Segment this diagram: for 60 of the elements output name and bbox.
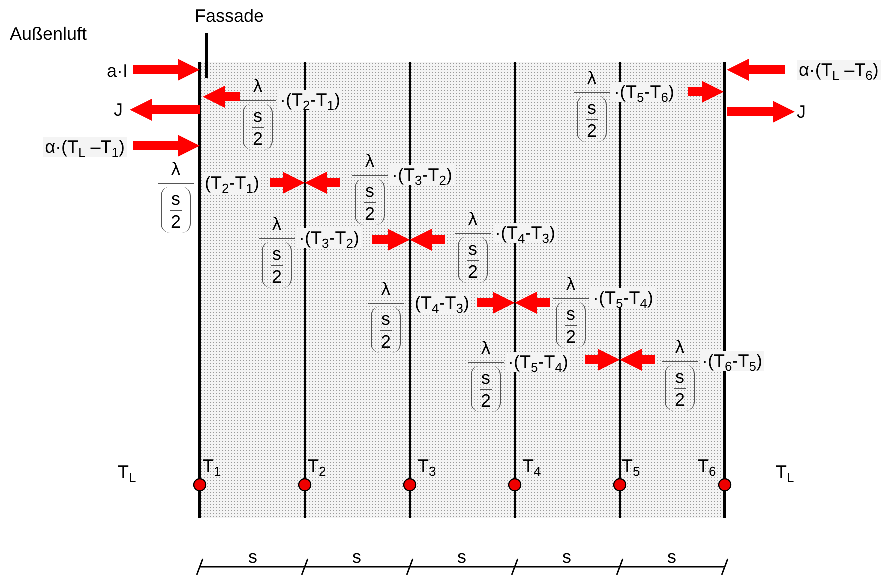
dimension-label: s: [458, 548, 466, 566]
flux-formula: ·(T$_{2}$-T$_{1}$): [278, 90, 342, 110]
temperature-label: T$_{1}$: [203, 457, 222, 475]
flux-formula: ·(T$_{6}$-T$_{5}$): [700, 351, 764, 371]
flux-label: J: [114, 101, 123, 119]
formula-denominator: 2: [566, 328, 576, 346]
dimension-label: s: [248, 548, 258, 566]
wall-label: Fassade: [195, 7, 264, 25]
formula-denominator: 2: [272, 268, 282, 286]
flux-formula: ·(T$_{5}$-T$_{4}$): [506, 352, 570, 372]
formula-numerator: λ: [172, 160, 180, 178]
formula-denominator: s: [566, 305, 576, 323]
formula-denominator: s: [172, 190, 180, 208]
formula-denominator: s: [272, 245, 282, 263]
formula-denominator: 2: [381, 333, 391, 351]
temperature-label: T$_{4}$: [523, 457, 542, 475]
flux-formula: ·(T$_{5}$-T$_{4}$): [591, 288, 656, 308]
formula-numerator: λ: [566, 275, 576, 293]
formula-denominator: s: [366, 182, 374, 200]
formula-denominator: s: [254, 107, 262, 125]
formula-numerator: λ: [676, 338, 684, 356]
formula-denominator: s: [382, 310, 390, 328]
flux-formula: (T$_{4}$-T$_{3}$): [413, 293, 472, 313]
flux-formula: α·(T$_{L}$ –T$_{6}$): [797, 60, 881, 80]
flux-label: J: [797, 103, 806, 121]
dimension-label: s: [352, 548, 362, 566]
formula-denominator: s: [676, 368, 684, 386]
formula-numerator: λ: [366, 152, 374, 170]
formula-numerator: λ: [588, 69, 596, 87]
formula-denominator: s: [468, 240, 478, 258]
formula-denominator: 2: [253, 130, 263, 148]
temperature-label: T$_{L}$: [118, 463, 136, 481]
formula-numerator: λ: [468, 210, 478, 228]
outside-air-label: Außenluft: [10, 25, 88, 43]
formula-numerator: λ: [382, 280, 390, 298]
flux-formula: ·(T$_{5}$-T$_{6}$): [612, 82, 676, 102]
temperature-label: T$_{5}$: [622, 457, 640, 475]
formula-denominator: 2: [171, 213, 181, 231]
dimension-label: s: [668, 548, 676, 566]
temperature-label: T$_{2}$: [308, 457, 326, 475]
temperature-label: T$_{L}$: [776, 463, 794, 481]
flux-formula: ·(T$_{3}$-T$_{2}$): [297, 228, 362, 248]
formula-denominator: 2: [587, 122, 597, 140]
formula-numerator: λ: [272, 215, 282, 233]
formula-denominator: 2: [468, 263, 478, 281]
flux-formula: ·(T$_{4}$-T$_{3}$): [493, 223, 558, 243]
formula-denominator: s: [482, 369, 490, 387]
formula-denominator: s: [588, 99, 596, 117]
flux-formula: ·(T$_{3}$-T$_{2}$): [390, 165, 454, 185]
formula-numerator: λ: [254, 77, 262, 95]
formula-numerator: λ: [482, 339, 490, 357]
flux-formula: α·(T$_{L}$ –T$_{1}$): [43, 137, 127, 157]
temperature-label: T$_{3}$: [418, 457, 436, 475]
formula-denominator: 2: [675, 391, 685, 409]
formula-denominator: 2: [481, 392, 491, 410]
formula-denominator: 2: [365, 205, 375, 223]
dimension-label: s: [562, 548, 572, 566]
temperature-label: T$_{6}$: [698, 457, 716, 475]
flux-label: a·I: [106, 62, 128, 80]
flux-formula: (T$_{2}$-T$_{1}$): [203, 173, 262, 193]
